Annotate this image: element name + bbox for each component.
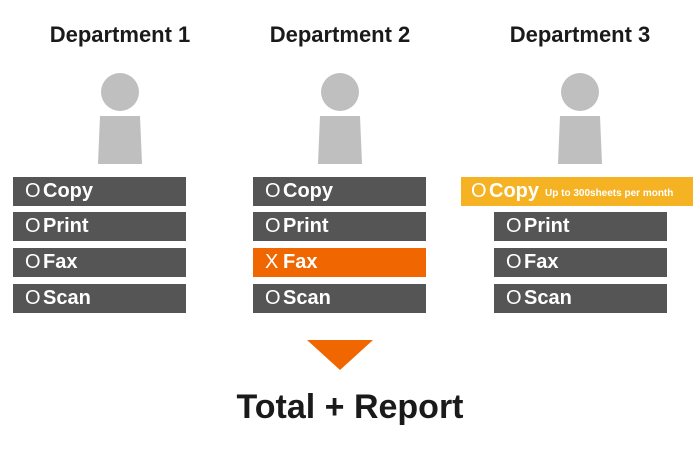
department-3: Department 3 xyxy=(460,0,700,330)
function-label: Scan xyxy=(524,287,572,309)
allowed-mark: O xyxy=(265,180,281,202)
department-title: Department 3 xyxy=(509,22,651,47)
function-label: Fax xyxy=(43,251,78,273)
allowed-mark: O xyxy=(25,215,41,237)
function-label: Print xyxy=(283,215,329,237)
allowed-mark: O xyxy=(265,215,281,237)
function-label: Copy xyxy=(283,180,333,202)
allowed-mark: O xyxy=(265,287,281,309)
person-icon xyxy=(550,72,610,164)
denied-mark: X xyxy=(265,251,279,273)
allowed-mark: O xyxy=(506,287,522,309)
function-label: Fax xyxy=(283,251,318,273)
copy-limit-note: Up to 300sheets per month xyxy=(545,188,674,199)
person-icon xyxy=(310,72,370,164)
department-title: Department 1 xyxy=(49,22,191,47)
department-2: Department 2 xyxy=(220,0,460,330)
allowed-mark: O xyxy=(25,180,41,202)
allowed-mark: O xyxy=(25,287,41,309)
function-label: Print xyxy=(524,215,570,237)
department-1: Department 1 xyxy=(0,0,240,330)
allowed-mark: O xyxy=(506,251,522,273)
function-label: Fax xyxy=(524,251,559,273)
allowed-mark: O xyxy=(25,251,41,273)
down-arrow-icon xyxy=(307,340,373,370)
department-title: Department 2 xyxy=(269,22,411,47)
function-label: Scan xyxy=(43,287,91,309)
function-label: Copy xyxy=(43,180,93,202)
function-label: Copy xyxy=(489,180,539,202)
result-label: Total + Report xyxy=(236,388,464,426)
allowed-mark: O xyxy=(471,180,487,202)
function-label: Scan xyxy=(283,287,331,309)
allowed-mark: O xyxy=(506,215,522,237)
function-label: Print xyxy=(43,215,89,237)
person-icon xyxy=(90,72,150,164)
